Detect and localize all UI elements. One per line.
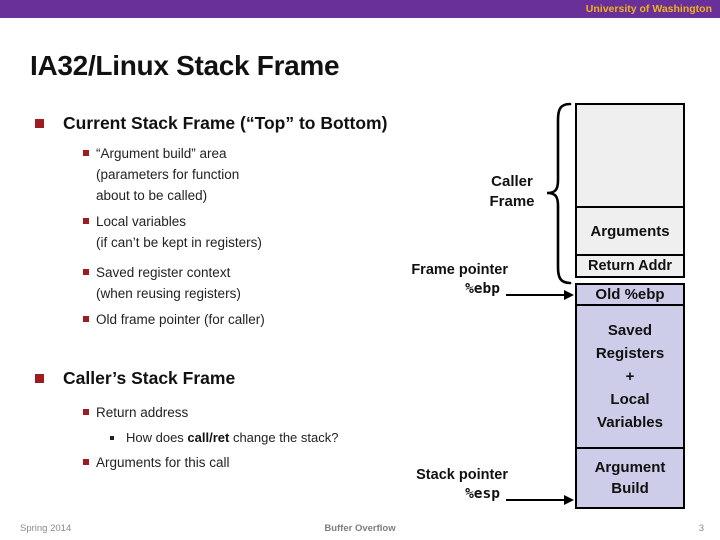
bullet-square-icon bbox=[110, 436, 114, 440]
list-item-text: Saved register context (when reusing reg… bbox=[96, 265, 241, 301]
list-item-text: Arguments for this call bbox=[96, 455, 230, 470]
list-item: “Argument build” area (parameters for fu… bbox=[83, 143, 513, 206]
arguments-box: Arguments bbox=[575, 206, 685, 256]
section2-heading: Caller’s Stack Frame bbox=[63, 368, 236, 388]
subitem-prefix: How does bbox=[126, 430, 188, 445]
bullet-square-icon bbox=[35, 374, 44, 383]
return-addr-box: Return Addr bbox=[575, 254, 685, 278]
frame-pointer-label: Frame pointer bbox=[411, 262, 508, 278]
list-subitem: How does call/ret change the stack? bbox=[110, 428, 540, 448]
footer-date: Spring 2014 bbox=[20, 523, 72, 534]
bullet-square-icon bbox=[83, 218, 89, 224]
list-item-text: “Argument build” area (parameters for fu… bbox=[96, 146, 240, 203]
bullet-square-icon bbox=[83, 459, 89, 465]
list-item: Arguments for this call bbox=[83, 452, 513, 473]
list-item: Old frame pointer (for caller) bbox=[83, 309, 513, 330]
subitem-suffix: change the stack? bbox=[229, 430, 339, 445]
curly-brace-icon bbox=[546, 102, 572, 285]
old-ebp-box: Old %ebp bbox=[575, 283, 685, 306]
university-label: University of Washington bbox=[585, 3, 712, 15]
stack-pointer-register: %esp bbox=[465, 486, 500, 502]
footer-page-number: 3 bbox=[698, 523, 704, 534]
bullet-square-icon bbox=[83, 316, 89, 322]
frame-pointer-register: %ebp bbox=[465, 281, 500, 297]
stack-pointer-arrow-icon bbox=[506, 495, 574, 505]
frame-pointer-arrow-icon bbox=[506, 290, 574, 300]
saved-registers-box: Saved Registers + Local Variables bbox=[575, 304, 685, 449]
section1-heading: Current Stack Frame (“Top” to Bottom) bbox=[63, 113, 388, 133]
stack-diagram-caller-frame: Arguments Return Addr bbox=[575, 103, 685, 278]
bullet-square-icon bbox=[83, 150, 89, 156]
stack-diagram-current-frame: Old %ebp Saved Registers + Local Variabl… bbox=[575, 283, 685, 509]
frame-pointer-label-group: Frame pointer %ebp bbox=[350, 261, 508, 297]
list-item: Local variables (if can’t be kept in reg… bbox=[83, 211, 513, 253]
bullet-square-icon bbox=[83, 409, 89, 415]
footer-course: Buffer Overflow bbox=[324, 523, 396, 534]
slide-title: IA32/Linux Stack Frame bbox=[30, 50, 340, 81]
list-item: Saved register context (when reusing reg… bbox=[83, 262, 513, 304]
caller-top-box bbox=[575, 103, 685, 208]
argument-build-box: Argument Build bbox=[575, 447, 685, 509]
stack-pointer-label-group: Stack pointer %esp bbox=[350, 466, 508, 502]
list-item-text: Local variables (if can’t be kept in reg… bbox=[96, 214, 262, 250]
stack-pointer-label: Stack pointer bbox=[416, 467, 508, 483]
section1-heading-row: Current Stack Frame (“Top” to Bottom) bbox=[35, 112, 465, 135]
caller-frame-label: Caller Frame bbox=[489, 173, 535, 210]
bullet-square-icon bbox=[35, 119, 44, 128]
header-bar: University of Washington bbox=[0, 0, 720, 18]
bullet-square-icon bbox=[83, 269, 89, 275]
subitem-bold: call/ret bbox=[187, 430, 230, 445]
list-item: Return address bbox=[83, 402, 513, 423]
list-item-text: Old frame pointer (for caller) bbox=[96, 312, 265, 327]
list-item-text: Return address bbox=[96, 405, 189, 420]
section2-heading-row: Caller’s Stack Frame bbox=[35, 367, 465, 390]
list-subitem-text: How does call/ret change the stack? bbox=[126, 428, 338, 448]
